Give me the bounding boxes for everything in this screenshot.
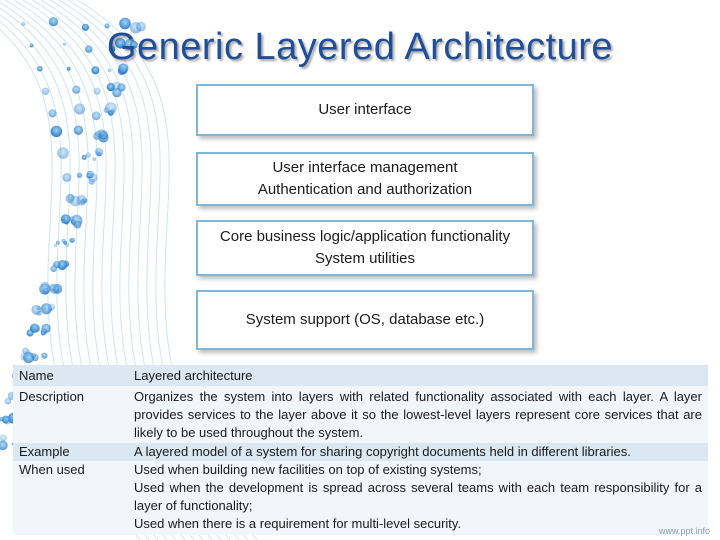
background-dot [73, 220, 82, 229]
background-dot [29, 323, 40, 333]
background-dot [62, 172, 72, 182]
background-dot [104, 23, 110, 29]
background-dot [61, 216, 66, 221]
row-label: Description [13, 386, 128, 443]
background-dot [65, 243, 70, 247]
background-dot [82, 198, 86, 203]
background-dot [85, 152, 91, 158]
background-dot [50, 125, 63, 138]
row-value: Used when building new facilities on top… [128, 461, 708, 535]
table-row-example: Example A layered model of a system for … [13, 443, 708, 461]
background-dot [129, 40, 138, 49]
background-dot [40, 330, 46, 336]
background-dot [21, 21, 26, 26]
row-value: Organizes the system into layers with re… [128, 386, 708, 443]
background-dot [0, 434, 7, 442]
layer-box-ui-management: User interface management Authentication… [196, 152, 534, 206]
when-line: Used when the development is spread acro… [134, 480, 702, 513]
background-dot [57, 260, 68, 270]
background-dot [0, 440, 8, 451]
background-dot [86, 173, 92, 179]
row-label: When used [13, 461, 128, 535]
layer-line: User interface [318, 101, 412, 118]
layer-box-system-support: System support (OS, database etc.) [196, 290, 534, 350]
page-title: Generic Layered Architecture [106, 26, 614, 68]
row-label: Example [13, 443, 128, 461]
background-dot [39, 283, 51, 295]
background-dot [0, 417, 4, 422]
background-dot [63, 42, 66, 46]
background-dot [53, 243, 58, 247]
background-dot [91, 111, 101, 121]
background-dot [73, 125, 84, 135]
background-dot [41, 87, 50, 96]
background-dot [41, 352, 48, 359]
background-dot [88, 178, 95, 185]
background-dot [4, 397, 12, 405]
background-dot [107, 68, 112, 73]
background-dot [95, 130, 102, 137]
layer-line: System utilities [314, 250, 416, 267]
background-dot [85, 45, 93, 53]
background-dot [69, 216, 74, 221]
background-dot [3, 417, 11, 425]
background-dot [104, 102, 117, 115]
background-dot [66, 66, 71, 71]
when-line: Used when there is a requirement for mul… [134, 516, 462, 531]
row-label: Name [13, 365, 128, 386]
background-dot [31, 304, 42, 315]
background-dot [91, 66, 100, 75]
background-dot [74, 103, 85, 115]
layer-box-user-interface: User interface [196, 84, 534, 136]
background-dot [92, 157, 97, 161]
layer-line: Authentication and authorization [257, 181, 473, 198]
background-dot [48, 17, 59, 27]
background-dot [49, 284, 57, 292]
background-dot [76, 172, 83, 178]
background-dot [53, 262, 57, 266]
background-dot [119, 17, 131, 30]
background-dot [118, 63, 129, 74]
background-dot [23, 352, 35, 364]
layer-box-core-business-logic: Core business logic/application function… [196, 220, 534, 276]
layer-line: System support (OS, database etc.) [245, 311, 485, 328]
footer-watermark: www.ppt.info [658, 526, 710, 536]
background-dot [115, 38, 126, 49]
background-dot [40, 303, 52, 315]
background-dot [42, 306, 46, 310]
background-dot [29, 43, 34, 48]
background-dot [57, 147, 69, 159]
row-value: Layered architecture [128, 365, 708, 386]
background-dot [37, 65, 43, 72]
background-dot [94, 147, 104, 157]
background-dot [60, 214, 71, 225]
table-row-name: Name Layered architecture [13, 365, 708, 386]
background-dot [81, 154, 87, 160]
background-dot [112, 88, 122, 98]
background-dot [56, 240, 60, 245]
table-row-when-used: When used Used when building new facilit… [13, 461, 708, 535]
background-dot [72, 85, 81, 94]
background-dot [93, 87, 101, 95]
pattern-description-table: Name Layered architecture Description Or… [13, 365, 708, 535]
background-dot [36, 306, 41, 310]
row-value: A layered model of a system for sharing … [128, 443, 708, 461]
layer-line: Core business logic/application function… [219, 228, 511, 245]
when-line: Used when building new facilities on top… [134, 462, 482, 477]
background-dot [50, 265, 57, 273]
background-dot [136, 21, 146, 32]
background-dot [81, 23, 89, 31]
table-row-description: Description Organizes the system into la… [13, 386, 708, 443]
background-dot [61, 238, 66, 243]
background-dot [65, 194, 75, 204]
layer-line: User interface management [272, 159, 458, 176]
background-dot [70, 238, 75, 243]
background-dot [48, 109, 57, 118]
background-dot [108, 45, 116, 53]
